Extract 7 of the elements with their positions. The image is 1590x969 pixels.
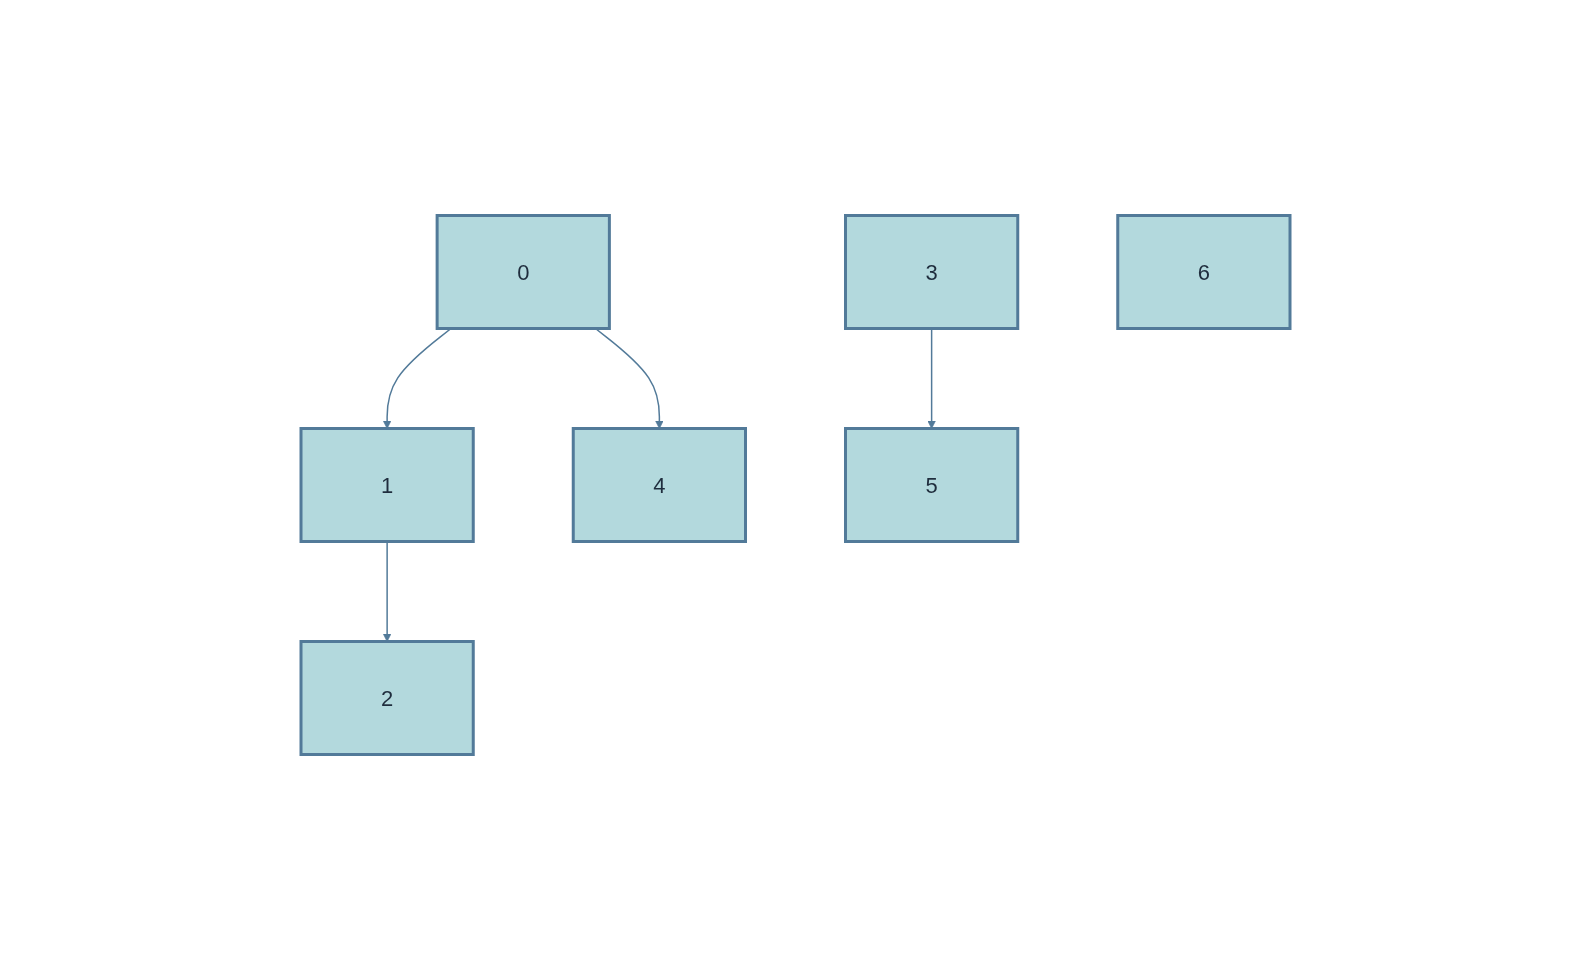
node-box: 6 [1115,213,1291,330]
node-box: 4 [571,426,747,543]
node-box: 3 [843,213,1019,330]
node-box: 1 [299,426,475,543]
node-box: 0 [435,213,611,330]
node-box: 2 [299,639,475,756]
node-box: 5 [843,426,1019,543]
